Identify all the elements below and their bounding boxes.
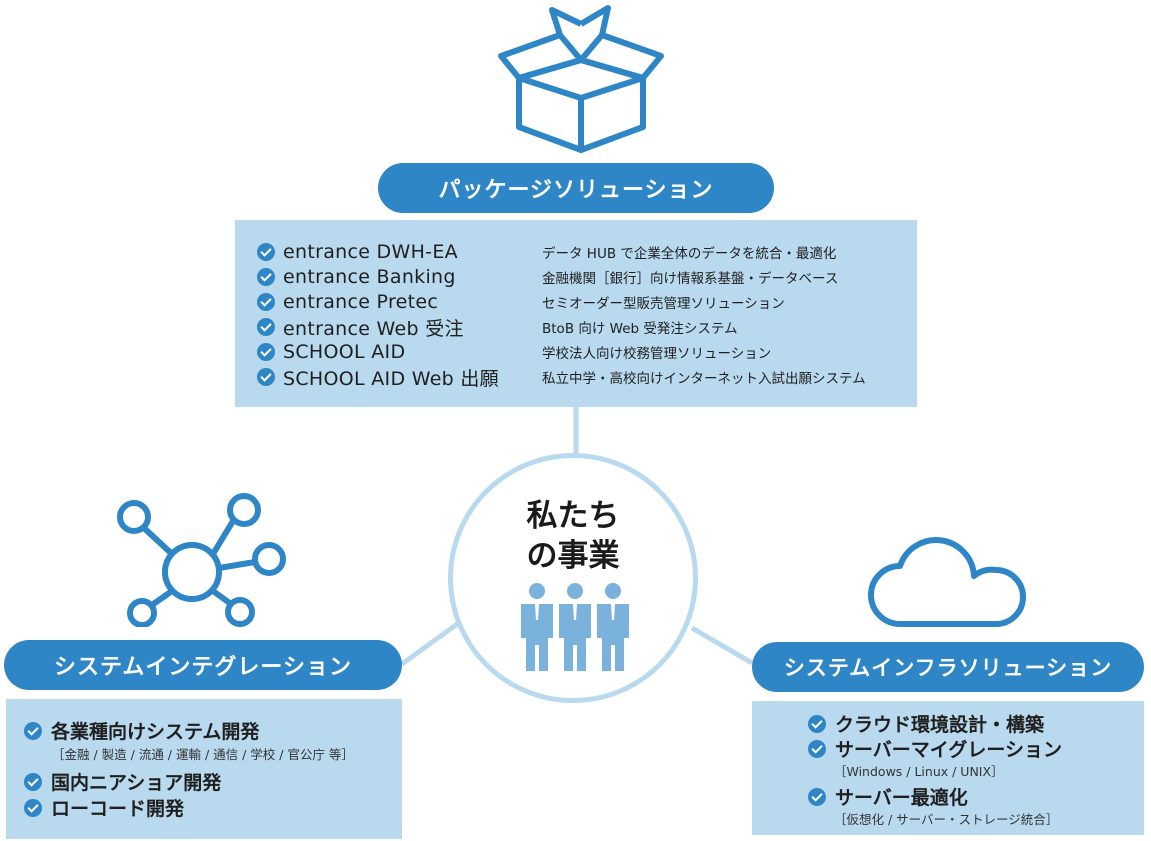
check-circle-icon — [24, 721, 42, 740]
package-panel: entrance DWH-EA データ HUB で企業全体のデータを統合・最適化… — [235, 220, 917, 407]
list-item: サーバー最適化 — [808, 783, 968, 810]
center-circle: 私たち の事業 — [448, 453, 698, 703]
package-item-name: entrance Web 受注 — [283, 317, 464, 340]
check-circle-icon — [24, 772, 42, 791]
list-item: entrance Banking — [257, 265, 456, 289]
center-title-line1: 私たち — [526, 498, 620, 534]
check-circle-icon — [257, 318, 275, 336]
infra-item-label: サーバー最適化 — [835, 787, 968, 809]
check-circle-icon — [808, 739, 826, 758]
package-item-name: entrance Banking — [283, 266, 456, 288]
integration-panel: 各業種向けシステム開発 ［金融 / 製造 / 流通 / 運輸 / 通信 / 学校… — [6, 699, 402, 839]
list-item: entrance DWH-EA — [257, 240, 458, 264]
list-item: 国内ニアショア開発 — [24, 768, 221, 795]
list-item: サーバーマイグレーション — [808, 735, 1062, 762]
integration-item-sub: ［金融 / 製造 / 流通 / 運輸 / 通信 / 学校 / 官公庁 等］ — [52, 747, 354, 762]
infra-item-label: サーバーマイグレーション — [835, 739, 1063, 761]
check-circle-icon — [257, 268, 275, 286]
package-item-desc: BtoB 向け Web 受発注システム — [542, 321, 738, 337]
integration-item-label: 国内ニアショア開発 — [51, 772, 222, 794]
integration-item-label: 各業種向けシステム開発 — [51, 721, 260, 743]
check-circle-icon — [257, 368, 275, 386]
check-circle-icon — [257, 243, 275, 261]
list-item: entrance Web 受注 — [257, 315, 464, 340]
package-item-desc: データ HUB で企業全体のデータを統合・最適化 — [542, 246, 837, 262]
box-icon — [498, 5, 664, 153]
infra-item-sub: ［仮想化 / サーバー・ストレージ統合］ — [834, 812, 1059, 827]
infra-title: システムインフラソリューション — [752, 642, 1144, 692]
center-title-line2: の事業 — [526, 538, 620, 574]
package-item-name: entrance Pretec — [283, 291, 439, 313]
package-item-desc: 金融機関［銀行］向け情報系基盤・データベース — [542, 271, 839, 287]
package-item-desc: セミオーダー型販売管理ソリューション — [542, 296, 785, 312]
cloud-icon — [868, 537, 1026, 627]
list-item: ローコード開発 — [24, 794, 184, 821]
package-title: パッケージソリューション — [378, 163, 774, 213]
integration-title: システムインテグレーション — [4, 640, 402, 690]
list-item: SCHOOL AID — [257, 340, 405, 364]
package-item-name: SCHOOL AID Web 出願 — [283, 367, 499, 390]
list-item: クラウド環境設計・構築 — [808, 710, 1044, 737]
check-circle-icon — [24, 798, 42, 817]
check-circle-icon — [257, 343, 275, 361]
people-icon — [521, 583, 629, 671]
check-circle-icon — [808, 714, 826, 733]
list-item: 各業種向けシステム開発 — [24, 717, 259, 744]
infra-item-label: クラウド環境設計・構築 — [835, 714, 1045, 736]
network-icon — [117, 493, 286, 627]
infra-item-sub: ［Windows / Linux / UNIX］ — [834, 764, 1004, 779]
package-item-name: SCHOOL AID — [283, 341, 406, 363]
list-item: SCHOOL AID Web 出願 — [257, 365, 499, 390]
list-item: entrance Pretec — [257, 290, 438, 314]
package-item-desc: 私立中学・高校向けインターネット入試出願システム — [542, 371, 866, 387]
check-circle-icon — [257, 293, 275, 311]
package-item-name: entrance DWH-EA — [283, 241, 458, 263]
package-item-desc: 学校法人向け校務管理ソリューション — [542, 346, 772, 362]
integration-item-label: ローコード開発 — [51, 798, 185, 820]
check-circle-icon — [808, 787, 826, 806]
infra-panel: クラウド環境設計・構築 サーバーマイグレーション ［Windows / Linu… — [752, 701, 1144, 835]
